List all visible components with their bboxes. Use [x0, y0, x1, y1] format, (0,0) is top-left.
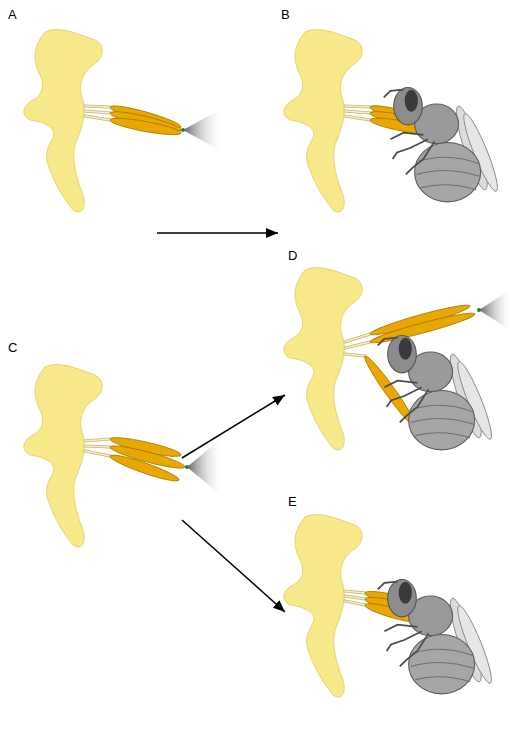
petal [284, 268, 362, 450]
filament [85, 116, 110, 120]
flower [284, 515, 428, 697]
bee [378, 336, 497, 450]
filament [85, 446, 110, 447]
filament [85, 106, 110, 107]
filament [345, 116, 370, 120]
filament [85, 116, 110, 120]
panel: A [5, 5, 157, 240]
flower [284, 30, 438, 212]
bee [378, 580, 497, 694]
panel: E [285, 492, 515, 738]
filament [345, 106, 370, 107]
pollen-dot [181, 128, 185, 132]
panel: D [285, 246, 515, 490]
filament [345, 106, 370, 107]
filament [345, 596, 365, 599]
filament [85, 446, 110, 447]
pollen-cloud [183, 108, 223, 152]
anther [369, 309, 477, 347]
petal [24, 365, 102, 547]
filament [345, 591, 365, 593]
bee [384, 88, 503, 202]
filament [85, 111, 110, 113]
filament [85, 106, 110, 107]
panel-label: D [285, 247, 300, 265]
filament [345, 342, 370, 348]
filament [85, 439, 110, 441]
arrow [182, 395, 285, 458]
panel-label: E [285, 493, 300, 511]
flower [284, 268, 513, 450]
filament [345, 601, 365, 605]
filament [345, 596, 365, 599]
filament [345, 111, 370, 113]
panel: C [5, 338, 182, 568]
pollen-cloud [479, 288, 513, 332]
filament [345, 354, 365, 356]
filament [345, 591, 365, 593]
flower [24, 30, 223, 212]
filament [345, 116, 370, 120]
panel-label: C [5, 339, 20, 357]
arrow [157, 232, 278, 234]
filament [345, 342, 370, 348]
filament [85, 451, 110, 456]
pollen-cloud [187, 437, 223, 497]
filament [345, 334, 370, 342]
anther [108, 451, 180, 484]
filament [85, 439, 110, 441]
pollen-dot [477, 308, 481, 312]
panel: B [278, 5, 515, 240]
pollen-dot [185, 465, 189, 469]
filament [345, 601, 365, 605]
filament [345, 111, 370, 113]
panel-label: B [278, 6, 293, 24]
petal [284, 30, 362, 212]
filament [345, 354, 365, 356]
filament [85, 451, 110, 456]
panel-label: A [5, 6, 20, 24]
petal [284, 515, 362, 697]
flower [24, 365, 223, 547]
anther [109, 115, 182, 138]
petal [24, 30, 102, 212]
filament [85, 111, 110, 113]
filament [345, 334, 370, 342]
arrow [182, 520, 285, 612]
